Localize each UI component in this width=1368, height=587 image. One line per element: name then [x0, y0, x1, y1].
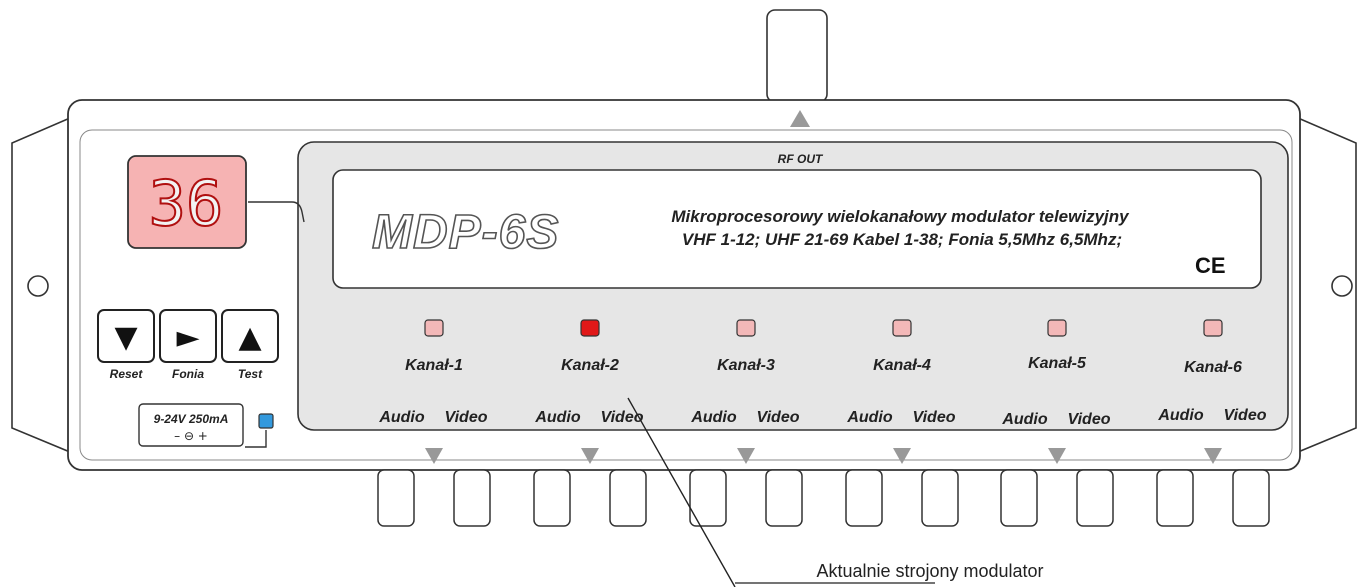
reset-button[interactable] [97, 309, 155, 363]
channel-3-led [736, 319, 756, 337]
annotation-text: Aktualnie strojony modulator [816, 561, 1043, 581]
left-mount-hole [27, 275, 49, 297]
channel-2-audio-label: Audio [534, 409, 581, 426]
power-jack-plate [138, 403, 244, 447]
channel-4-video-label: Video [913, 409, 956, 426]
channel-6-label: Kanał-6 [1184, 359, 1242, 376]
rf-out-label: RF OUT [778, 152, 824, 166]
rf-out-arrow-icon [790, 110, 810, 127]
test-button[interactable] [221, 309, 279, 363]
button-group: ▼ Reset ► Fonia ▲ Test [97, 309, 279, 381]
channel-1-label: Kanał-1 [405, 357, 463, 374]
test-button-caption: Test [238, 367, 263, 381]
fonia-arrow-icon: ► [176, 320, 199, 355]
channel-3-video-connector [765, 469, 803, 527]
channel-2-led [580, 319, 600, 337]
channel-4-led [892, 319, 912, 337]
channel-1-audio-label: Audio [378, 409, 425, 426]
channel-3-video-label: Video [757, 409, 800, 426]
channel-6-input-arrow-icon [1204, 448, 1222, 464]
channel-2-video-connector [609, 469, 647, 527]
power-led [258, 413, 274, 429]
channel-5-video-connector [1076, 469, 1114, 527]
channel-3-audio-label: Audio [690, 409, 737, 426]
power-polarity: – ⊖ + [174, 429, 208, 443]
annotation-pointer-line [627, 397, 736, 587]
model-logo: MDP-6S [372, 206, 559, 259]
channel-4-audio-connector [845, 469, 883, 527]
channel-6-audio-connector [1156, 469, 1194, 527]
ce-mark: CE [1195, 253, 1226, 278]
channel-5-label: Kanał-5 [1028, 355, 1087, 372]
channel-1-led [424, 319, 444, 337]
power-led-line [245, 430, 267, 448]
rf-out-connector [766, 9, 828, 103]
body-inner-outline [79, 129, 1293, 461]
channel-4-video-connector [921, 469, 959, 527]
channel-6-video-label: Video [1224, 407, 1267, 424]
channel-4-audio-label: Audio [846, 409, 893, 426]
channel-2-audio-connector [533, 469, 571, 527]
fonia-button-caption: Fonia [172, 367, 204, 381]
channel-5-led [1047, 319, 1067, 337]
test-arrow-icon: ▲ [238, 320, 261, 355]
channel-5-audio-connector [1000, 469, 1038, 527]
channel-3-input-arrow-icon [737, 448, 755, 464]
channel-2-input-arrow-icon [581, 448, 599, 464]
power-rating: 9-24V 250mA [154, 412, 229, 426]
reset-arrow-icon: ▼ [114, 320, 137, 355]
channel-1-video-connector [453, 469, 491, 527]
channel-2-label: Kanał-2 [561, 357, 619, 374]
nameplate [332, 169, 1262, 289]
channel-5-input-arrow-icon [1048, 448, 1066, 464]
channel-display [127, 155, 247, 249]
channel-5-video-label: Video [1068, 411, 1111, 428]
channel-1-video-label: Video [445, 409, 488, 426]
channel-6-led [1203, 319, 1223, 337]
reset-button-caption: Reset [110, 367, 144, 381]
channel-1-input-arrow-icon [425, 448, 443, 464]
channel-4-input-arrow-icon [893, 448, 911, 464]
channel-6-video-connector [1232, 469, 1270, 527]
display-connector-line [248, 201, 305, 223]
channel-3-audio-connector [689, 469, 727, 527]
channel-1-audio-connector [377, 469, 415, 527]
description-line-1: Mikroprocesorowy wielokanałowy modulator… [671, 207, 1130, 226]
channel-4-label: Kanał-4 [873, 357, 931, 374]
channel-3-label: Kanał-3 [717, 357, 775, 374]
channel-5-audio-label: Audio [1001, 411, 1048, 428]
channel-6-audio-label: Audio [1157, 407, 1204, 424]
channel-2-video-label: Video [601, 409, 644, 426]
fonia-button[interactable] [159, 309, 217, 363]
right-mount-hole [1331, 275, 1353, 297]
description-line-2: VHF 1-12; UHF 21-69 Kabel 1-38; Fonia 5,… [682, 230, 1122, 249]
display-digits: 36 [149, 167, 224, 240]
